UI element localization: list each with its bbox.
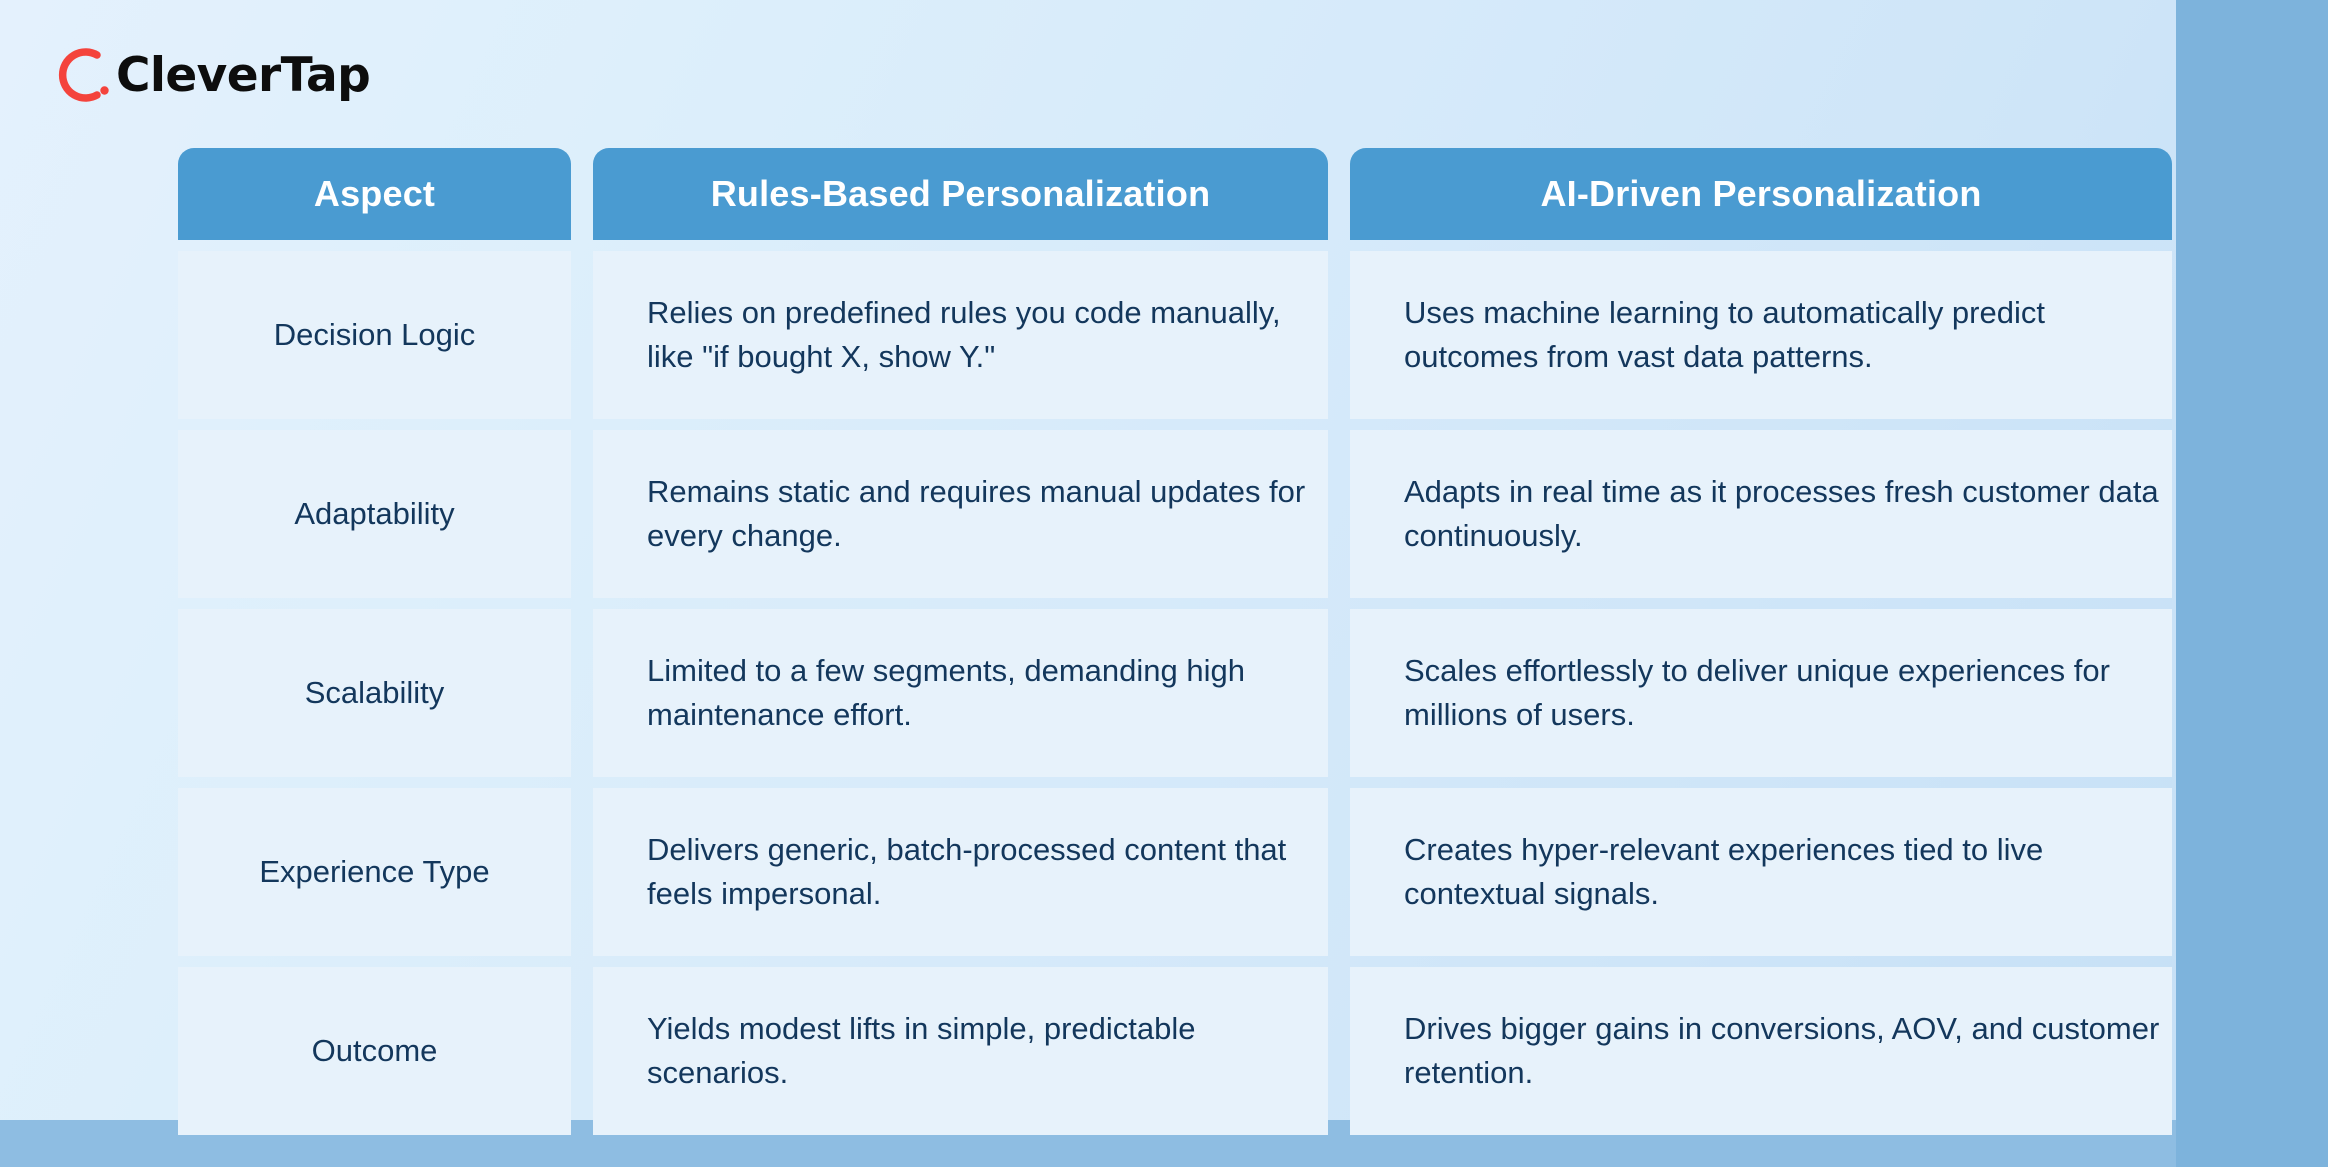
cell-aspect: Experience Type	[178, 788, 571, 956]
cell-rules-based: Limited to a few segments, demanding hig…	[593, 609, 1328, 777]
cell-ai-driven: Drives bigger gains in conversions, AOV,…	[1350, 967, 2172, 1135]
cell-aspect: Outcome	[178, 967, 571, 1135]
cell-rules-based: Yields modest lifts in simple, predictab…	[593, 967, 1328, 1135]
comparison-table: Aspect Rules-Based Personalization AI-Dr…	[178, 148, 2172, 1135]
cell-rules-based: Delivers generic, batch-processed conten…	[593, 788, 1328, 956]
cell-ai-driven-text: Adapts in real time as it processes fres…	[1404, 473, 2159, 553]
cell-aspect-text: Experience Type	[259, 853, 490, 889]
table-row: Outcome Yields modest lifts in simple, p…	[178, 967, 2172, 1135]
cell-rules-based-text: Remains static and requires manual updat…	[647, 473, 1306, 553]
cell-ai-driven-text: Scales effortlessly to deliver unique ex…	[1404, 652, 2110, 732]
cell-rules-based-text: Yields modest lifts in simple, predictab…	[647, 1010, 1196, 1090]
cell-aspect-text: Scalability	[304, 674, 445, 710]
column-header-ai-driven: AI-Driven Personalization	[1350, 148, 2172, 240]
cell-aspect: Decision Logic	[178, 251, 571, 419]
clevertap-logo: CleverTap	[52, 40, 371, 110]
cell-rules-based-text: Relies on predefined rules you code manu…	[647, 294, 1281, 374]
cell-ai-driven: Creates hyper-relevant experiences tied …	[1350, 788, 2172, 956]
cell-rules-based-text: Delivers generic, batch-processed conten…	[647, 831, 1287, 911]
table-row: Decision Logic Relies on predefined rule…	[178, 251, 2172, 419]
table-row: Scalability Limited to a few segments, d…	[178, 609, 2172, 777]
table-row: Adaptability Remains static and requires…	[178, 430, 2172, 598]
table-row: Experience Type Delivers generic, batch-…	[178, 788, 2172, 956]
cell-aspect-text: Outcome	[311, 1032, 438, 1068]
cell-aspect-text: Decision Logic	[273, 316, 476, 352]
column-header-aspect: Aspect	[178, 148, 571, 240]
cell-aspect: Adaptability	[178, 430, 571, 598]
cell-rules-based-text: Limited to a few segments, demanding hig…	[647, 652, 1245, 732]
background-accent-right	[2176, 0, 2328, 1167]
cell-ai-driven: Adapts in real time as it processes fres…	[1350, 430, 2172, 598]
clevertap-c-arc-icon	[52, 44, 114, 106]
cell-aspect: Scalability	[178, 609, 571, 777]
cell-ai-driven-text: Uses machine learning to automatically p…	[1404, 294, 2045, 374]
clevertap-wordmark: CleverTap	[116, 47, 371, 103]
cell-ai-driven-text: Drives bigger gains in conversions, AOV,…	[1404, 1010, 2160, 1090]
cell-rules-based: Relies on predefined rules you code manu…	[593, 251, 1328, 419]
cell-aspect-text: Adaptability	[294, 495, 455, 531]
cell-rules-based: Remains static and requires manual updat…	[593, 430, 1328, 598]
cell-ai-driven-text: Creates hyper-relevant experiences tied …	[1404, 831, 2044, 911]
table-header-row: Aspect Rules-Based Personalization AI-Dr…	[178, 148, 2172, 240]
cell-ai-driven: Uses machine learning to automatically p…	[1350, 251, 2172, 419]
cell-ai-driven: Scales effortlessly to deliver unique ex…	[1350, 609, 2172, 777]
column-header-rules-based: Rules-Based Personalization	[593, 148, 1328, 240]
